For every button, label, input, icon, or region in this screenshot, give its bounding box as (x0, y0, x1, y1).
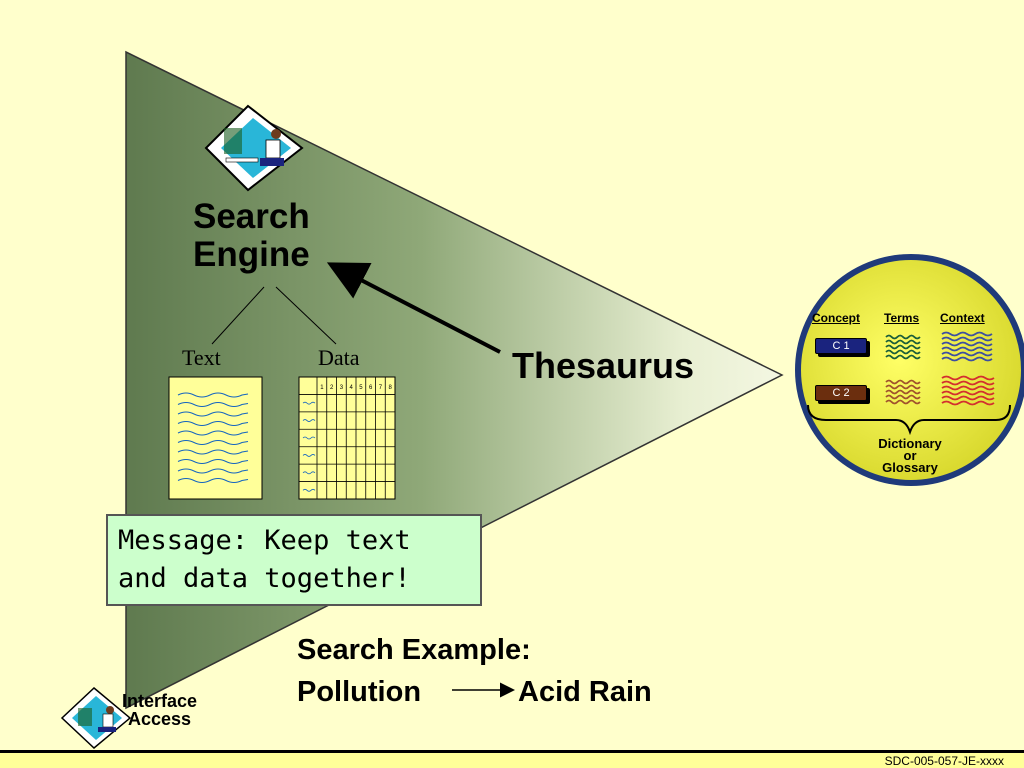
text-document (168, 376, 263, 500)
tree-line-text (211, 286, 265, 345)
interface-access-logo-icon (60, 686, 132, 750)
logo-line1: Interface (122, 691, 198, 711)
term-wave-line (941, 356, 993, 362)
term-wave-line (885, 389, 921, 395)
term-wave-line (941, 351, 993, 357)
text-line (177, 430, 249, 436)
concept-header: Concept (812, 311, 860, 325)
dictionary-circle (795, 254, 1024, 486)
text-line (177, 402, 249, 407)
dictionary-label: Dictionary or Glossary (860, 436, 960, 475)
term-wave-line (941, 331, 993, 337)
row-label-squiggle (302, 454, 316, 457)
text-line (177, 421, 249, 426)
grid-column-label: 3 (340, 385, 344, 391)
grid-column-label: 6 (369, 385, 373, 391)
terms-header: Terms (884, 311, 920, 325)
thesaurus-arrow (326, 262, 501, 354)
term-wave-line (885, 339, 921, 345)
term-wave-line (885, 344, 921, 350)
term-wave-line (941, 395, 995, 401)
message-line2: and data together! (118, 563, 411, 594)
text-line (177, 392, 249, 398)
row-label-squiggle (302, 488, 316, 492)
text-line (177, 411, 249, 417)
footer-bar (0, 750, 1024, 768)
data-column-label: Data (318, 345, 360, 370)
example-to: Acid Rain (518, 676, 652, 708)
term-wave-line (941, 385, 995, 391)
grid-column-label: 1 (320, 385, 324, 391)
footer-code: SDC-005-057-JE-xxxx (884, 754, 1004, 768)
text-line (177, 459, 249, 464)
row-label-squiggle (302, 419, 316, 422)
grid-column-label: 7 (379, 385, 383, 391)
dict-line2: or (903, 448, 917, 463)
term-wave-line (941, 380, 995, 386)
person-at-computer-icon (204, 104, 304, 192)
search-engine-line2: Engine (193, 235, 310, 274)
message-box: Message: Keep text and data together! (106, 514, 482, 606)
term-wave-line (941, 400, 995, 406)
example-from: Pollution (297, 676, 422, 708)
term-wave-line (885, 384, 921, 390)
term-wave-line (885, 394, 921, 400)
text-line (177, 478, 249, 483)
search-engine-label: Search Engine (193, 198, 310, 274)
text-column-label: Text (182, 345, 221, 370)
term-wave-line (885, 379, 921, 385)
row-label-squiggle (302, 436, 316, 440)
term-wave-line (885, 349, 921, 355)
thesaurus-label: Thesaurus (512, 345, 695, 386)
term-wave-line (885, 334, 921, 340)
grid-column-label: 4 (349, 385, 353, 391)
search-engine-line1: Search (193, 197, 310, 236)
grouping-brace (807, 404, 1011, 436)
text-line (177, 440, 249, 445)
dict-line1: Dictionary (878, 436, 942, 451)
grid-column-label: 2 (330, 385, 334, 391)
grid-column-label: 8 (388, 385, 392, 391)
text-line (177, 468, 249, 474)
logo-line2: Access (127, 709, 192, 729)
concept-c1-box: C 1 (815, 338, 867, 354)
row-label-squiggle (302, 471, 316, 475)
text-line (177, 449, 249, 455)
term-wave-line (941, 336, 993, 342)
term-wave-line (885, 399, 921, 405)
term-wave-line (941, 375, 995, 381)
example-title: Search Example: (297, 634, 531, 666)
context-header: Context (940, 311, 985, 325)
term-wave-line (941, 346, 993, 352)
message-line1: Message: Keep text (118, 525, 411, 556)
term-wave-line (941, 390, 995, 396)
tree-line-data (275, 286, 337, 345)
term-wave-line (941, 341, 993, 347)
dict-line3: Glossary (882, 460, 938, 475)
term-wave-line (885, 354, 921, 360)
concept-c2-box: C 2 (815, 385, 867, 401)
row-label-squiggle (302, 401, 316, 405)
interface-access-label: Interface Access (122, 692, 197, 728)
grid-column-label: 5 (359, 385, 363, 391)
